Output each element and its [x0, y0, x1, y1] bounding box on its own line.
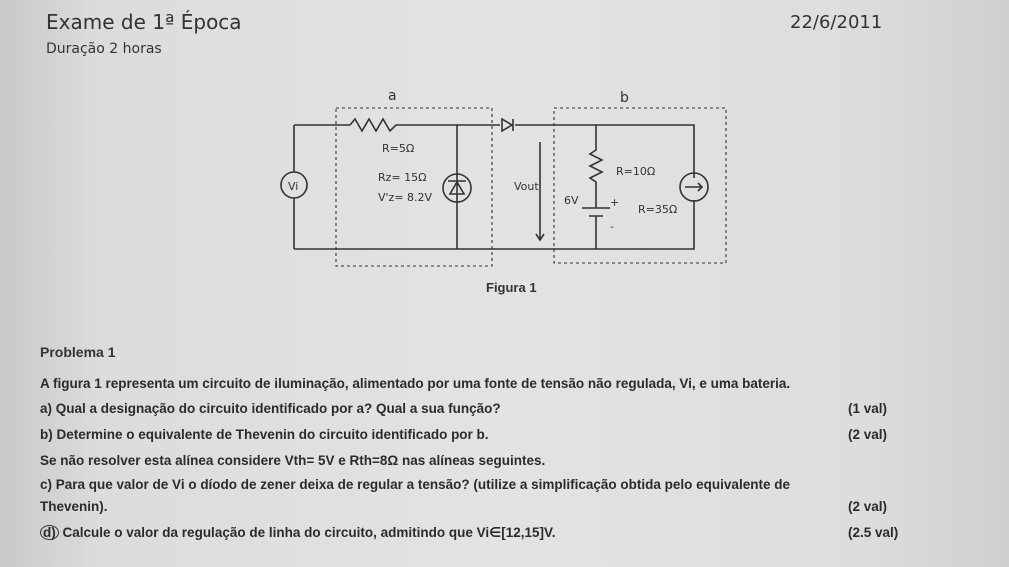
current-source — [679, 172, 709, 202]
exam-date: 22/6/2011 — [790, 12, 883, 33]
box-b — [553, 107, 727, 264]
label-b: b — [620, 90, 629, 106]
vout-arrow — [535, 142, 545, 242]
box-a — [335, 107, 493, 267]
question-c-line1: c) Para que valor de Vi o díodo de zener… — [40, 477, 790, 492]
question-b: b) Determine o equivalente de Thevenin d… — [40, 427, 489, 442]
label-plus: + — [610, 196, 619, 209]
problem-title: Problema 1 — [40, 344, 116, 360]
diode-symbol — [501, 117, 514, 133]
problem-intro: A figura 1 representa um circuito de ilu… — [40, 376, 791, 391]
label-a: a — [388, 88, 397, 104]
question-d-text: Calcule o valor da regulação de linha do… — [62, 525, 556, 540]
exam-title: Exame de 1ª Época — [46, 10, 242, 34]
question-c-points: (2 val) — [848, 499, 888, 514]
label-r5: R=5Ω — [382, 142, 414, 155]
label-vi: Vi — [288, 180, 298, 193]
resistor-10ohm — [588, 125, 604, 198]
label-vout: Vout — [514, 180, 539, 193]
label-r10: R=10Ω — [616, 165, 655, 178]
vi-source — [280, 171, 308, 199]
question-b-points: (2 val) — [848, 427, 888, 442]
label-minus: - — [610, 220, 614, 233]
resistor-5ohm — [349, 117, 400, 133]
exam-duration: Duração 2 horas — [46, 41, 162, 57]
label-6v: 6V — [564, 194, 579, 207]
wire-bottom — [294, 200, 695, 250]
wire-top-right — [515, 124, 695, 178]
battery-symbol — [582, 198, 610, 249]
question-a: a) Qual a designação do circuito identif… — [40, 401, 501, 416]
question-a-points: (1 val) — [848, 401, 888, 416]
label-r35: R=35Ω — [638, 203, 677, 216]
label-rz: Rz= 15Ω — [378, 171, 427, 184]
label-vz: V'z= 8.2V — [378, 191, 433, 204]
thevenin-note: Se não resolver esta alínea considere Vt… — [40, 453, 546, 468]
question-d: d) Calcule o valor da regulação de linha… — [40, 525, 556, 541]
zener-symbol — [442, 173, 472, 203]
question-d-letter: d) — [40, 525, 59, 540]
figure-caption: Figura 1 — [486, 280, 537, 295]
question-c-line2: Thevenin). — [40, 499, 108, 514]
circuit-figure: a b R=5Ω Rz= 15Ω V'z= 8.2V Vi Vout R=10Ω… — [280, 88, 727, 267]
question-d-points: (2.5 val) — [848, 525, 899, 540]
